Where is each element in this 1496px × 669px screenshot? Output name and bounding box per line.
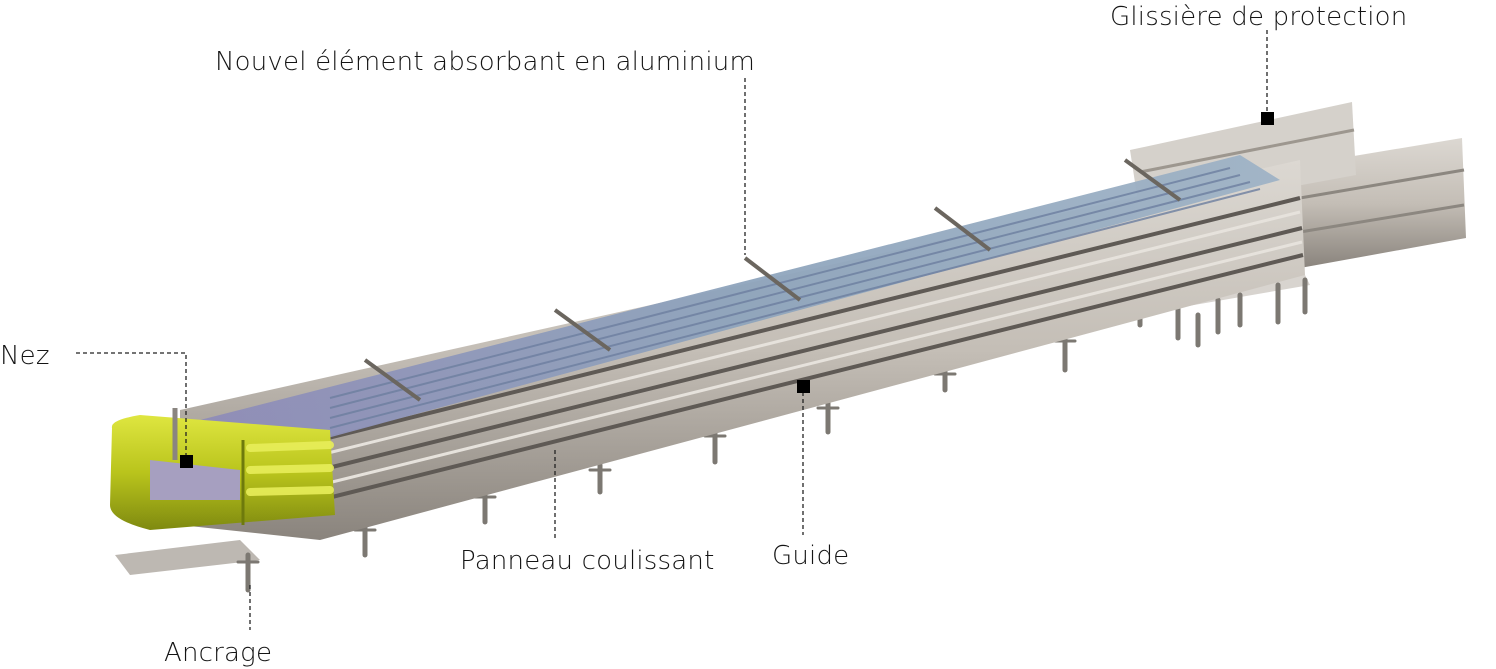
- nose: [110, 408, 335, 530]
- label-ancrage: Ancrage: [164, 638, 273, 668]
- marker-guide: [797, 380, 810, 393]
- label-nez: Nez: [0, 341, 50, 371]
- side-rails: [180, 160, 1305, 540]
- label-panneau-coulissant: Panneau coulissant: [460, 546, 715, 576]
- markers: [180, 112, 1274, 468]
- leader-lines: [76, 30, 1268, 630]
- marker-nez: [180, 455, 193, 468]
- aluminium-absorber: [200, 155, 1280, 440]
- label-glissiere-de-protection: Glissière de protection: [1110, 2, 1408, 32]
- leader-nez: [76, 352, 187, 455]
- label-element-absorbant: Nouvel élément absorbant en aluminium: [215, 47, 755, 77]
- anchor-bolts: [236, 277, 1308, 593]
- marker-glissiere: [1261, 112, 1274, 125]
- label-guide: Guide: [772, 541, 850, 571]
